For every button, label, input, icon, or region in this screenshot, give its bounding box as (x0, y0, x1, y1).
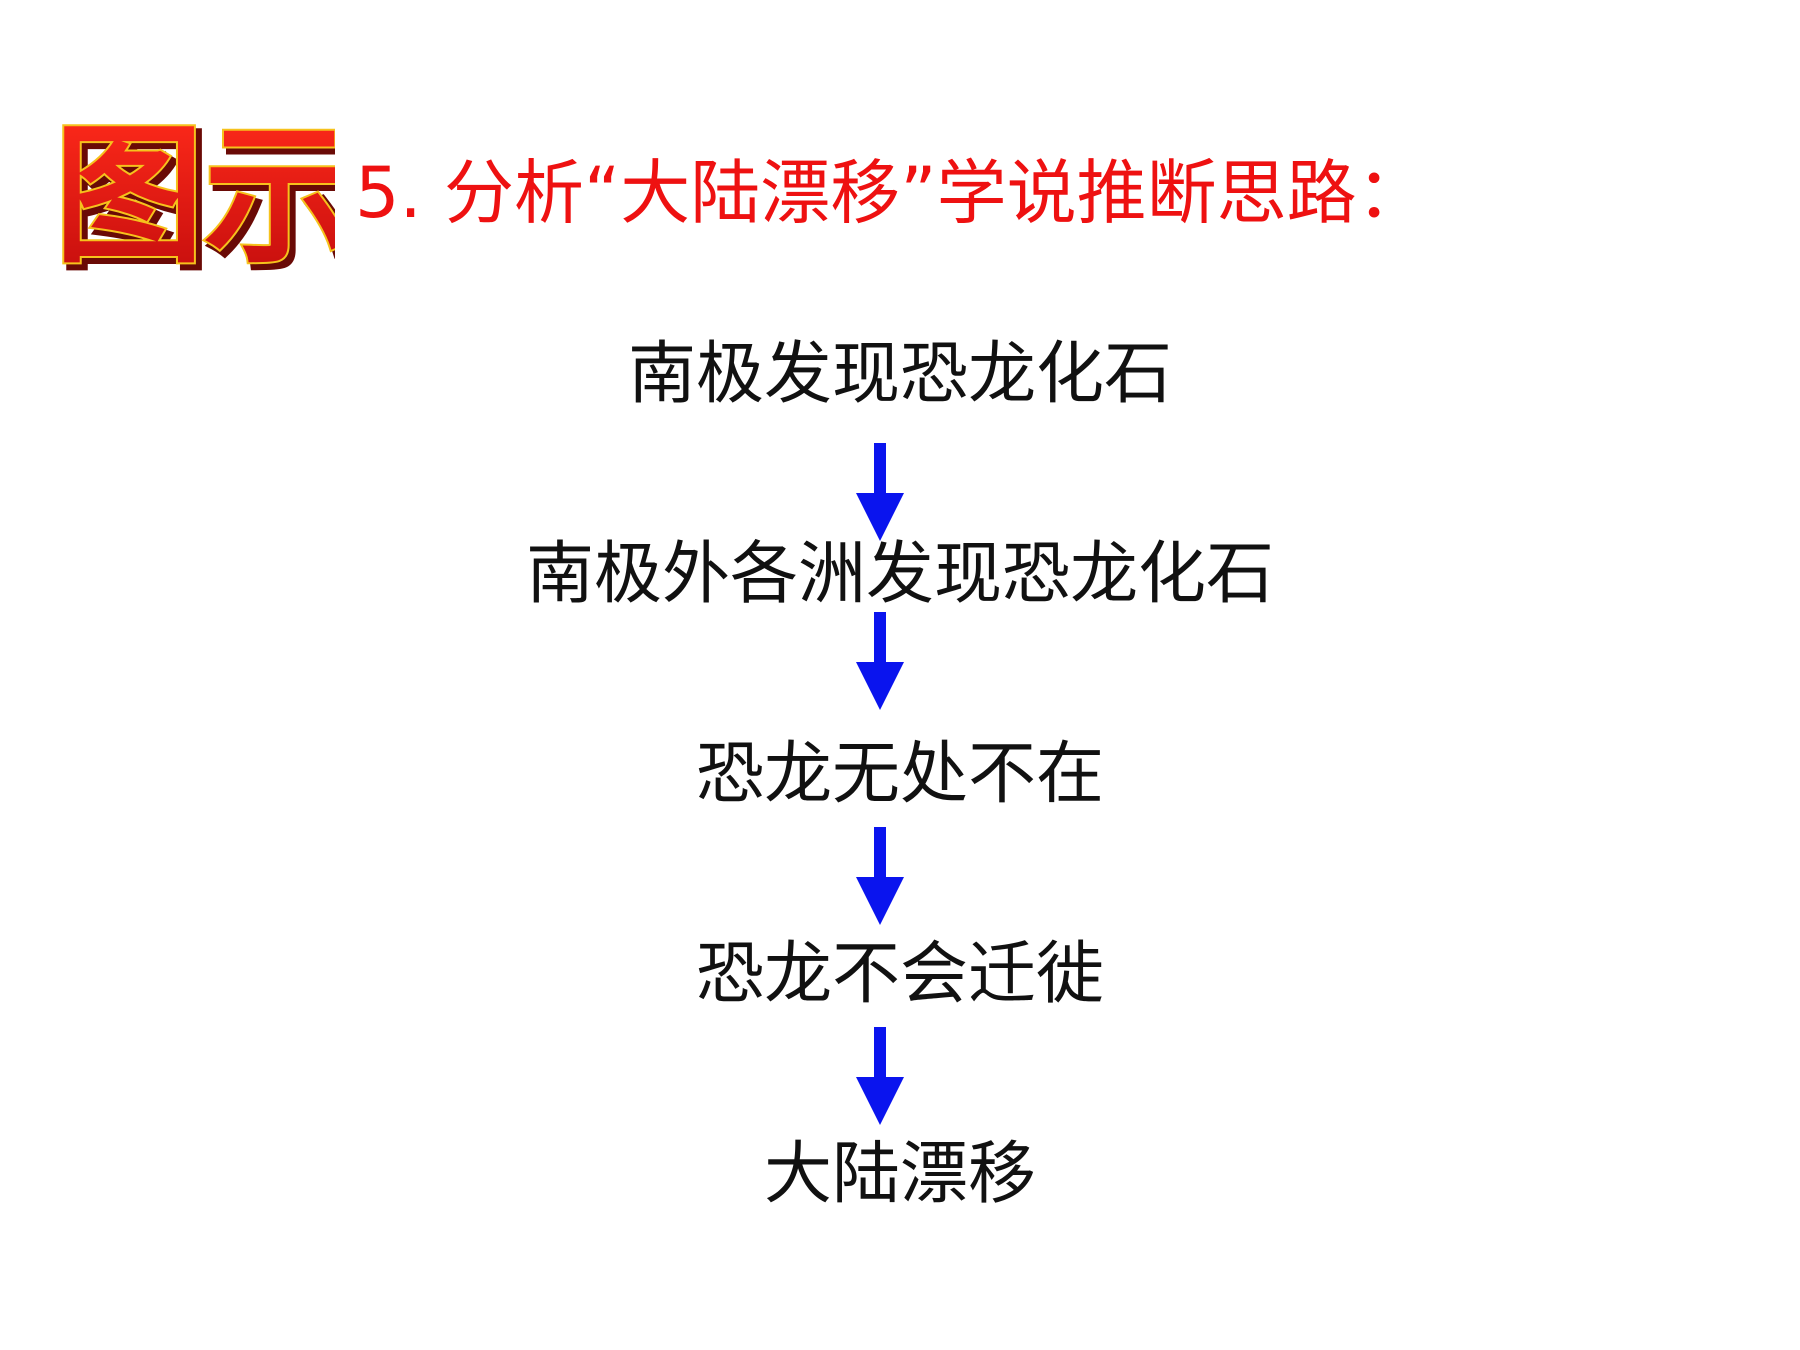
logo-text: 图示 (54, 108, 335, 284)
slide-title: 5. 分析“大陆漂移”学说推断思路： (355, 152, 1427, 234)
arrow-down-icon (856, 443, 904, 541)
flow-step-5: 大陆漂移 (763, 1135, 1036, 1214)
logo-shadow: 图示 (59, 113, 335, 285)
arrow-down-icon (856, 1027, 904, 1125)
flow-step-4: 恐龙不会迁徙 (695, 935, 1104, 1014)
arrow-down-icon (856, 827, 904, 925)
flow-step-1: 南极发现恐龙化石 (627, 335, 1172, 414)
flow-step-3: 恐龙无处不在 (695, 735, 1104, 814)
flow-step-2: 南极外各洲发现恐龙化石 (525, 535, 1274, 614)
arrow-down-icon (856, 612, 904, 710)
logo-tushi: 图示 图示 (52, 106, 335, 285)
